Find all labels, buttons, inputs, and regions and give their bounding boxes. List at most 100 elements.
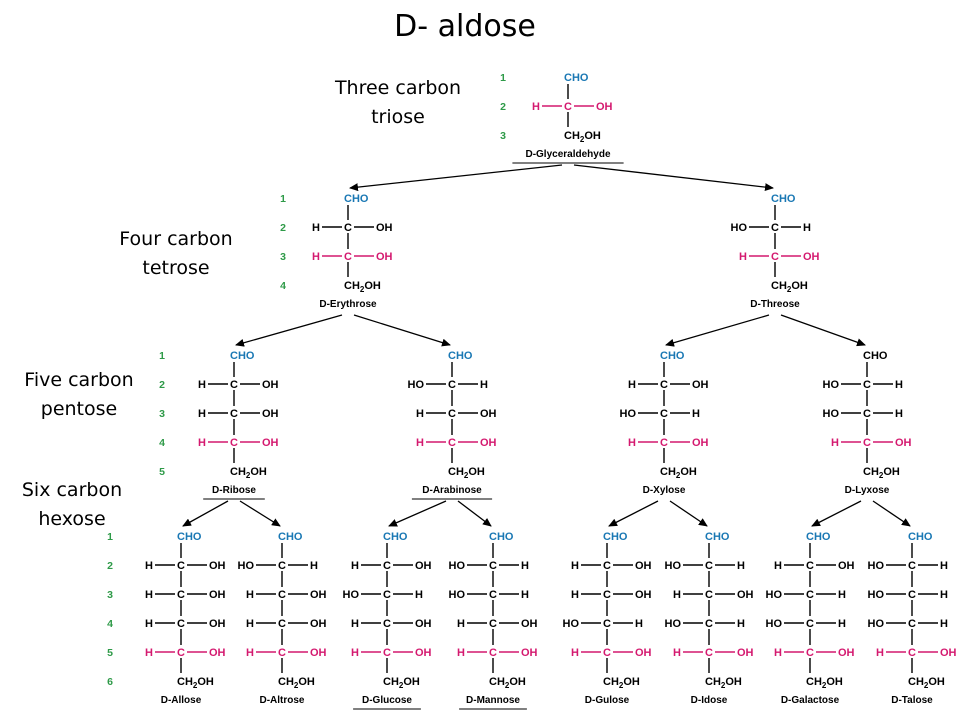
hydroxyl-substituent: OH	[635, 589, 652, 601]
hydroxyl-substituent: OH	[838, 647, 855, 659]
hexose-label-line1: Six carbon	[22, 479, 122, 501]
hydroxyl-substituent: HO	[731, 222, 748, 234]
aldehyde-group: CHO	[908, 531, 933, 543]
hydroxyl-substituent: OH	[209, 647, 226, 659]
hydrogen-substituent: H	[571, 560, 579, 572]
hydroxyl-substituent: HO	[449, 589, 466, 601]
aldehyde-group: CHO	[230, 350, 255, 362]
diagram-title: D- aldose	[394, 9, 536, 44]
sugar-name-threose: D-Threose	[750, 299, 800, 310]
hydroxyl-substituent: HO	[823, 379, 840, 391]
hydrogen-substituent: H	[940, 560, 948, 572]
hydrogen-substituent: H	[803, 222, 811, 234]
stereocenter-carbon: C	[908, 618, 916, 630]
hydrogen-substituent: H	[457, 647, 465, 659]
stereocenter-carbon: C	[806, 647, 814, 659]
stereocenter-carbon: C	[230, 408, 238, 420]
hydroxymethyl-group: CH2OH	[230, 466, 267, 480]
stereocenter-carbon: C	[278, 618, 286, 630]
sugar-name-arabinose: D-Arabinose	[422, 485, 482, 496]
arrow-arabinose-to-mannose	[457, 500, 492, 527]
level-labels: Three carbon triose Four carbon tetrose …	[22, 77, 461, 530]
hydrogen-substituent: H	[940, 618, 948, 630]
hydroxyl-substituent: OH	[692, 379, 709, 391]
hydroxymethyl-group: CH2OH	[564, 130, 601, 144]
derivation-arrows	[182, 164, 911, 527]
hydrogen-substituent: H	[198, 408, 206, 420]
hydrogen-substituent: H	[774, 560, 782, 572]
sugar-name-lyxose: D-Lyxose	[845, 485, 890, 496]
hydrogen-substituent: H	[774, 647, 782, 659]
hydrogen-substituent: H	[145, 618, 153, 630]
arrow-lyxose-to-talose	[872, 500, 911, 527]
carbon-number: 2	[107, 560, 113, 572]
sugar-name-galactose: D-Galactose	[781, 695, 840, 706]
tetrose-label-line1: Four carbon	[119, 228, 232, 250]
hydroxyl-substituent: HO	[868, 589, 885, 601]
aldehyde-group: CHO	[278, 531, 303, 543]
hydroxyl-substituent: OH	[737, 589, 754, 601]
carbon-number: 2	[159, 379, 165, 391]
sugar-name-glyceraldehyde: D-Glyceraldehyde	[525, 149, 610, 160]
aldehyde-group: CHO	[660, 350, 685, 362]
hydrogen-substituent: H	[571, 647, 579, 659]
hydroxyl-substituent: HO	[868, 618, 885, 630]
carbon-number: 3	[107, 589, 113, 601]
arrow-lyxose-to-galactose	[811, 500, 862, 527]
hydrogen-substituent: H	[415, 589, 423, 601]
hydroxymethyl-group: CH2OH	[603, 676, 640, 690]
arrow-glyceraldehyde-to-erythrose	[349, 164, 563, 192]
hydroxyl-substituent: OH	[415, 647, 432, 659]
arrow-glyceraldehyde-to-threose	[573, 164, 774, 192]
stereocenter-carbon: C	[448, 437, 456, 449]
hydrogen-substituent: H	[416, 437, 424, 449]
hydrogen-substituent: H	[246, 647, 254, 659]
hydrogen-substituent: H	[940, 589, 948, 601]
hydroxyl-substituent: OH	[635, 560, 652, 572]
stereocenter-carbon: C	[705, 560, 713, 572]
hydrogen-substituent: H	[198, 379, 206, 391]
carbon-number: 3	[500, 130, 506, 142]
hydroxyl-substituent: OH	[415, 618, 432, 630]
hydrogen-substituent: H	[838, 589, 846, 601]
hydrogen-substituent: H	[351, 647, 359, 659]
hydroxyl-substituent: OH	[209, 618, 226, 630]
stereocenter-carbon: C	[489, 560, 497, 572]
hydroxymethyl-group: CH2OH	[863, 466, 900, 480]
stereocenter-carbon: C	[278, 589, 286, 601]
hydroxymethyl-group: CH2OH	[383, 676, 420, 690]
stereocenter-carbon: C	[489, 618, 497, 630]
hydroxyl-substituent: OH	[415, 560, 432, 572]
hydroxyl-substituent: OH	[480, 408, 497, 420]
hydrogen-substituent: H	[739, 251, 747, 263]
stereocenter-carbon: C	[448, 408, 456, 420]
hydrogen-substituent: H	[145, 647, 153, 659]
hydroxyl-substituent: OH	[209, 589, 226, 601]
stereocenter-carbon: C	[230, 437, 238, 449]
hydroxyl-substituent: OH	[262, 379, 279, 391]
hydrogen-substituent: H	[521, 589, 529, 601]
sugar-name-erythrose: D-Erythrose	[319, 299, 377, 310]
stereocenter-carbon: C	[278, 560, 286, 572]
hydroxyl-substituent: OH	[376, 251, 393, 263]
stereocenter-carbon: C	[603, 589, 611, 601]
hydroxyl-substituent: HO	[665, 618, 682, 630]
stereocenter-carbon: C	[383, 618, 391, 630]
stereocenter-carbon: C	[660, 408, 668, 420]
hydroxymethyl-group: CH2OH	[771, 280, 808, 294]
arrow-xylose-to-idose	[669, 500, 708, 527]
aldehyde-group: CHO	[863, 350, 888, 362]
stereocenter-carbon: C	[908, 560, 916, 572]
hydroxymethyl-group: CH2OH	[908, 676, 945, 690]
arrow-arabinose-to-glucose	[388, 500, 447, 527]
hydroxymethyl-group: CH2OH	[705, 676, 742, 690]
